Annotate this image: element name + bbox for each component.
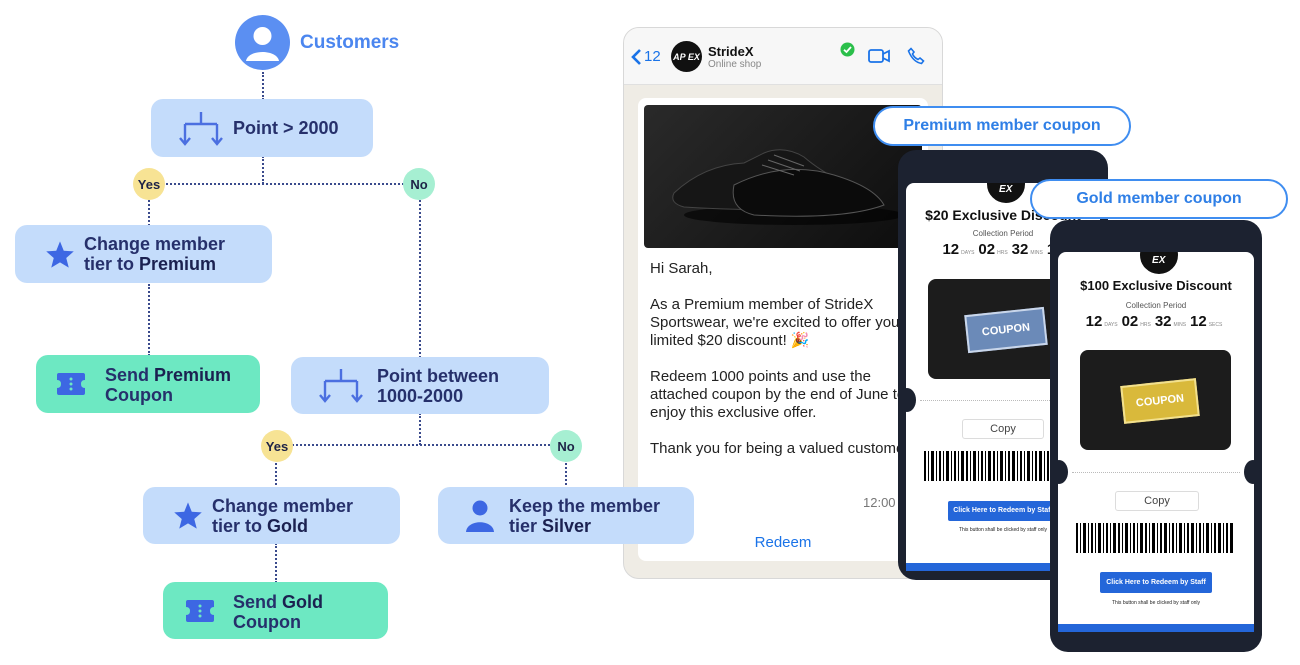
node-label: Point > 2000 — [233, 118, 339, 138]
redeem-by-staff-button[interactable]: Click Here to Redeem by Staff — [1100, 572, 1212, 593]
divider — [1072, 472, 1240, 473]
connector — [262, 156, 264, 184]
coupon-ticket: COUPON — [1120, 378, 1200, 424]
message-para-3: Thank you for being a valued customer! — [650, 440, 914, 457]
barcode — [1076, 523, 1233, 553]
chat-window: 12 AP EX StrideX Online shop Hi Sarah, A… — [623, 27, 943, 579]
connector — [565, 444, 567, 489]
ticket-notch — [1058, 460, 1068, 484]
node-label: Send Gold Coupon — [233, 592, 324, 632]
yes-badge: Yes — [133, 168, 165, 200]
split-icon — [179, 112, 223, 146]
message-bubble: Hi Sarah, As a Premium member of StrideX… — [638, 98, 928, 540]
condition-point-gt-2000: Point > 2000 — [151, 99, 373, 157]
premium-coupon-label: Premium member coupon — [873, 106, 1131, 146]
node-label: Change member tier to Gold — [212, 496, 354, 536]
connector — [262, 72, 264, 100]
redeem-by-staff-button[interactable]: Click Here to Redeem by Staff — [948, 501, 1058, 521]
ticket-icon — [57, 373, 85, 395]
back-count[interactable]: 12 — [644, 48, 661, 65]
copy-button[interactable]: Copy — [1115, 491, 1199, 511]
action-change-tier-gold: Change member tier to Gold — [143, 487, 400, 544]
blue-footer-bar — [1058, 624, 1254, 632]
phone-call-icon[interactable] — [907, 47, 925, 65]
staff-note: This button shall be clicked by staff on… — [1111, 600, 1200, 606]
customer-avatar-icon — [235, 15, 290, 70]
connector — [419, 413, 421, 445]
message-para-2: Redeem 1000 points and use the attached … — [650, 368, 906, 421]
message-time: 12:00 — [863, 495, 896, 510]
ticket-notch — [1244, 460, 1254, 484]
condition-point-between: Point between 1000-2000 — [291, 357, 549, 414]
brand-logo: AP EX — [671, 41, 702, 72]
star-icon — [174, 502, 202, 529]
coupon-ticket: COUPON — [964, 306, 1048, 354]
connector — [275, 543, 277, 583]
action-send-premium-coupon: Send Premium Coupon — [36, 355, 260, 413]
coupon-title: $100 Exclusive Discount — [1080, 278, 1232, 293]
back-arrow-icon[interactable] — [630, 48, 642, 66]
copy-button[interactable]: Copy — [962, 419, 1044, 439]
action-change-tier-premium: Change member tier to Premium — [15, 225, 272, 283]
person-icon — [466, 500, 494, 532]
connector — [149, 183, 420, 185]
split-icon — [319, 369, 363, 403]
collection-period-label: Collection Period — [972, 229, 1034, 238]
verified-icon — [840, 42, 855, 57]
connector — [419, 183, 421, 358]
connector — [276, 444, 566, 446]
connector — [148, 183, 150, 226]
message-para-1: As a Premium member of StrideX Sportswea… — [650, 296, 912, 349]
node-label: Keep the member tier Silver — [509, 496, 661, 536]
node-label: Send Premium Coupon — [105, 365, 232, 405]
message-body: Hi Sarah, As a Premium member of StrideX… — [650, 260, 920, 458]
staff-note: This button shall be clicked by staff on… — [958, 527, 1047, 533]
customers-label: Customers — [300, 32, 400, 53]
greeting: Hi Sarah, — [650, 260, 713, 277]
node-label: Change member tier to Premium — [84, 234, 226, 274]
connector — [148, 284, 150, 356]
divider — [920, 400, 1090, 401]
video-call-icon[interactable] — [868, 48, 890, 64]
coupon-image: COUPON — [1080, 350, 1231, 450]
collection-period-label: Collection Period — [1125, 301, 1187, 310]
blue-footer-bar — [906, 563, 1100, 571]
node-label: Point between 1000-2000 — [377, 366, 500, 406]
no-badge: No — [550, 430, 582, 462]
star-icon — [46, 241, 74, 268]
ticket-icon — [186, 600, 214, 622]
action-send-gold-coupon: Send Gold Coupon — [163, 582, 388, 639]
ticket-notch — [906, 388, 916, 412]
brand-subtitle: Online shop — [708, 59, 762, 70]
yes-badge: Yes — [261, 430, 293, 462]
no-badge: No — [403, 168, 435, 200]
brand-name: StrideX — [708, 44, 754, 59]
chat-header: 12 AP EX StrideX Online shop — [624, 28, 942, 85]
gold-coupon-label: Gold member coupon — [1030, 179, 1288, 219]
connector — [275, 444, 277, 489]
action-keep-tier-silver: Keep the member tier Silver — [438, 487, 694, 544]
